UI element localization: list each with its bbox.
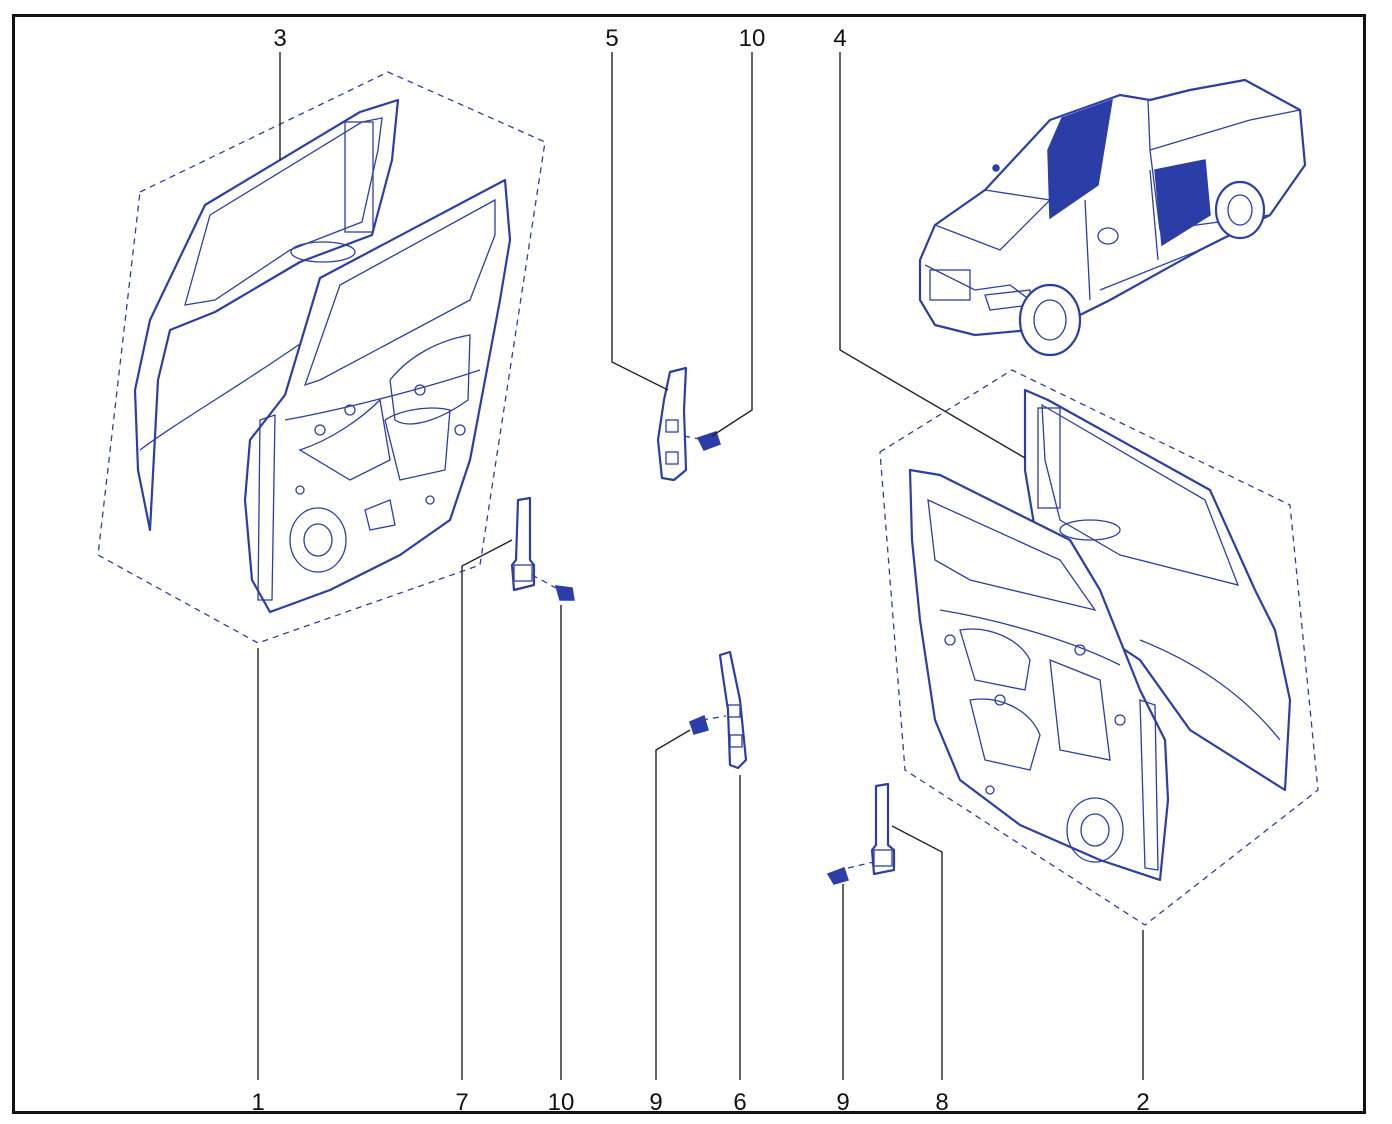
part-7-bracket-icon bbox=[510, 496, 536, 592]
left-door-inner-panel-icon bbox=[243, 178, 512, 614]
pickup-truck-icon bbox=[918, 78, 1307, 357]
callout-2: 2 bbox=[1136, 1089, 1149, 1116]
leader-lines bbox=[257, 52, 1144, 1080]
bolt-icon-middle bbox=[689, 714, 727, 735]
callout-labels: 3 5 10 4 1 7 10 9 6 9 8 2 bbox=[251, 25, 1149, 1116]
left-door-group bbox=[97, 71, 546, 644]
bolt-icon-lower-right bbox=[826, 861, 875, 885]
diagram-frame bbox=[12, 14, 1366, 1114]
callout-10a: 10 bbox=[739, 25, 766, 52]
right-door-group bbox=[879, 369, 1319, 926]
callout-6: 6 bbox=[733, 1089, 746, 1116]
callout-1: 1 bbox=[251, 1089, 264, 1116]
right-door-inner-panel-icon bbox=[908, 468, 1170, 882]
part-5-channel-icon bbox=[656, 366, 688, 482]
callout-5: 5 bbox=[605, 25, 618, 52]
callout-3: 3 bbox=[273, 25, 286, 52]
bolt-icon-lower-left bbox=[531, 574, 575, 601]
right-group-dashed-outline bbox=[879, 369, 1319, 926]
callout-4: 4 bbox=[833, 25, 846, 52]
callout-8: 8 bbox=[935, 1089, 948, 1116]
callout-9b: 9 bbox=[836, 1089, 849, 1116]
callout-7: 7 bbox=[455, 1089, 468, 1116]
callout-10b: 10 bbox=[548, 1089, 575, 1116]
left-group-dashed-outline bbox=[97, 71, 546, 644]
left-door-skin-icon bbox=[133, 98, 400, 532]
part-8-bracket-icon bbox=[870, 782, 896, 876]
bolt-icon-upper bbox=[683, 431, 721, 451]
callout-9a: 9 bbox=[649, 1089, 662, 1116]
part-6-channel-icon bbox=[718, 650, 748, 770]
